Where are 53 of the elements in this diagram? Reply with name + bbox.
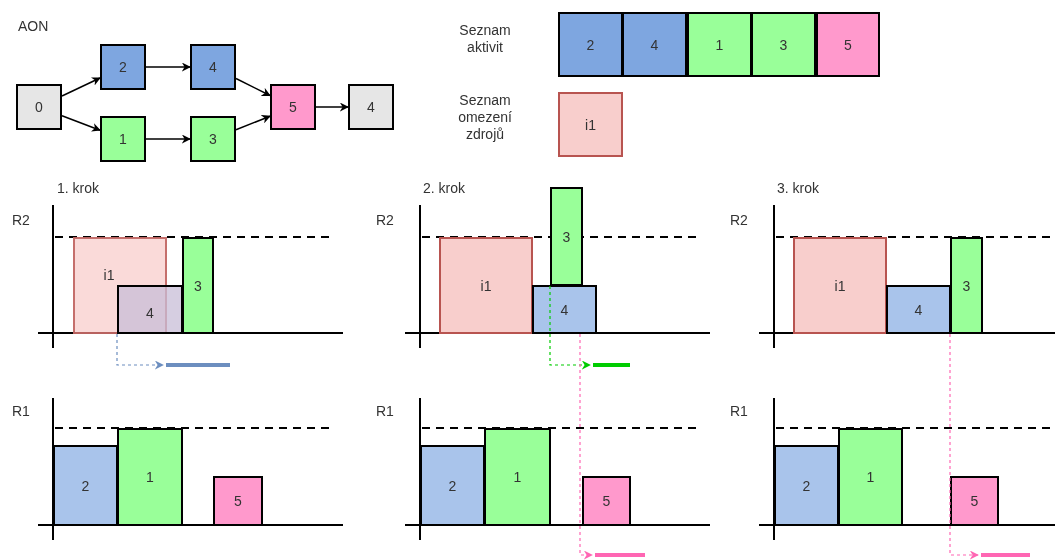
- step-heading: 3. krok: [777, 180, 820, 197]
- activity-box: 4: [348, 84, 394, 130]
- list-heading: Seznam omezení zdrojů: [457, 92, 513, 143]
- shift-arrow: [579, 333, 593, 560]
- activity-box: 5: [270, 84, 316, 130]
- axis-label: R1: [12, 403, 31, 420]
- list-item: 2: [558, 12, 623, 77]
- activity-block: 2: [774, 445, 839, 526]
- step-heading: 1. krok: [57, 180, 100, 197]
- axis-label: R1: [730, 403, 749, 420]
- activity-block: 3: [950, 237, 983, 334]
- activity-box: 4: [190, 44, 236, 90]
- axis-label: R1: [376, 403, 395, 420]
- list-item: 3: [751, 12, 816, 77]
- activity-box: 2: [100, 44, 146, 90]
- list-item: 4: [622, 12, 687, 77]
- arrow: [61, 115, 101, 132]
- arrow: [145, 62, 191, 72]
- activity-block: 4: [886, 285, 951, 334]
- activity-box: 1: [100, 116, 146, 162]
- arrow: [315, 102, 349, 112]
- step-heading: 2. krok: [423, 180, 466, 197]
- list-item: 1: [687, 12, 752, 77]
- axis-label: R2: [376, 212, 395, 229]
- shift-arrow: [549, 285, 591, 370]
- axis-label: R2: [730, 212, 749, 229]
- activity-block: 4: [117, 285, 183, 334]
- arrow: [61, 77, 101, 97]
- shift-arrow: [116, 333, 164, 370]
- activity-block: 5: [213, 476, 263, 526]
- activity-block: 2: [53, 445, 118, 526]
- shift-arrow: [949, 333, 979, 560]
- axis-label: R2: [12, 212, 31, 229]
- list-item: 5: [816, 12, 880, 77]
- constraint-item: i1: [558, 92, 623, 157]
- activity-block: 5: [950, 476, 999, 526]
- activity-block: 4: [532, 285, 597, 334]
- activity-box: 0: [16, 84, 62, 130]
- constraint-block: i1: [793, 237, 887, 334]
- activity-block: 1: [117, 428, 183, 526]
- arrow: [145, 134, 191, 144]
- activity-block: 2: [420, 445, 485, 526]
- activity-block: 1: [838, 428, 903, 526]
- list-heading: Seznam aktivit: [458, 22, 512, 56]
- activity-block: 5: [582, 476, 631, 526]
- constraint-block: i1: [439, 237, 533, 334]
- activity-block: 1: [484, 428, 551, 526]
- arrow: [235, 115, 271, 131]
- arrow: [235, 77, 271, 97]
- activity-box: 3: [190, 116, 236, 162]
- activity-block: 3: [182, 237, 214, 334]
- activity-block: 3: [550, 187, 583, 286]
- section-label: AON: [18, 18, 50, 35]
